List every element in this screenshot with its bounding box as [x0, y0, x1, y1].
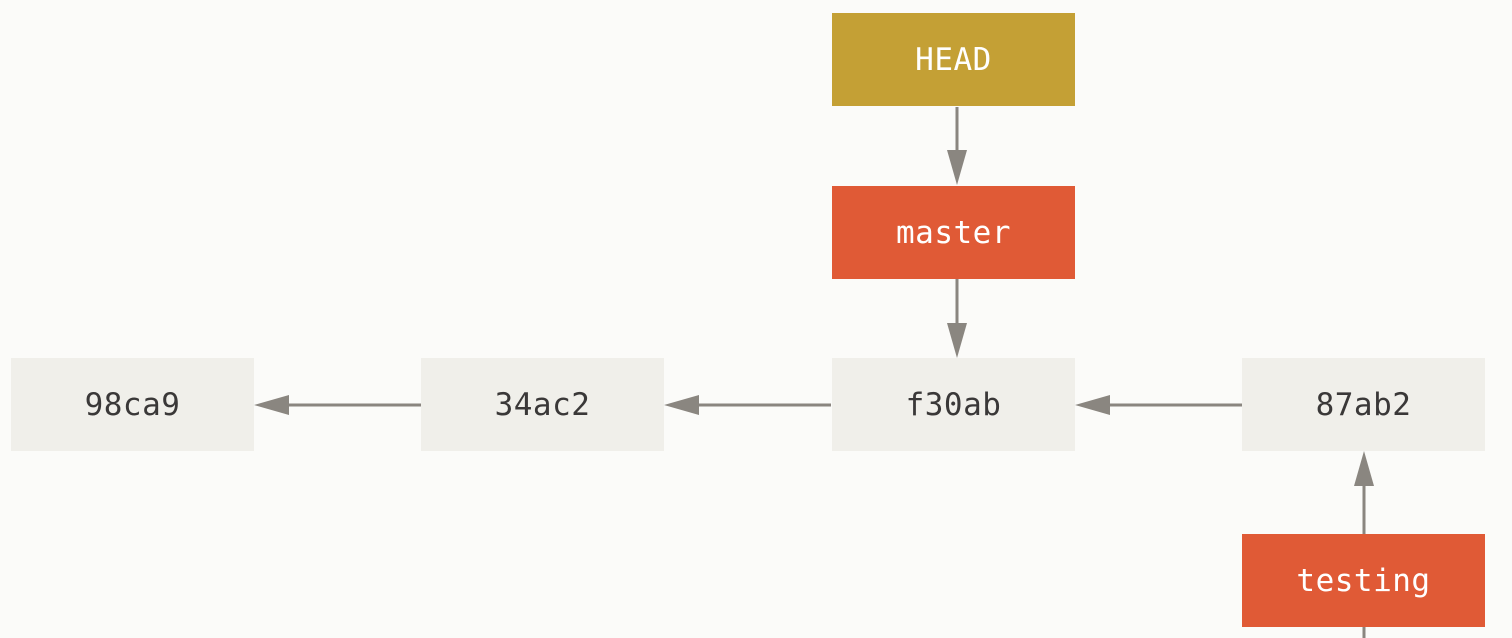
- commit-f30ab: f30ab: [832, 358, 1075, 451]
- arrow-master-to-f30ab-tip: [947, 323, 967, 358]
- commit-f30ab-label: f30ab: [905, 386, 1002, 423]
- commit-34ac2: 34ac2: [421, 358, 664, 451]
- arrow-head-to-master-tip: [947, 150, 967, 185]
- commit-34ac2-label: 34ac2: [494, 386, 591, 423]
- head-pointer: HEAD: [832, 13, 1075, 106]
- branch-master: master: [832, 186, 1075, 279]
- commit-87ab2-label: 87ab2: [1315, 386, 1412, 423]
- commit-87ab2: 87ab2: [1242, 358, 1485, 451]
- commit-98ca9: 98ca9: [11, 358, 254, 451]
- head-label: HEAD: [915, 41, 992, 78]
- arrow-f30ab-to-34ac2-tip: [664, 395, 699, 415]
- arrow-testing-to-87ab2-tip: [1354, 451, 1374, 486]
- branch-testing: testing: [1242, 534, 1485, 627]
- arrow-34ac2-to-98ca9-tip: [254, 395, 289, 415]
- branch-testing-label: testing: [1296, 562, 1431, 599]
- commit-98ca9-label: 98ca9: [84, 386, 181, 423]
- arrow-87ab2-to-f30ab-tip: [1075, 395, 1110, 415]
- branch-master-label: master: [896, 214, 1011, 251]
